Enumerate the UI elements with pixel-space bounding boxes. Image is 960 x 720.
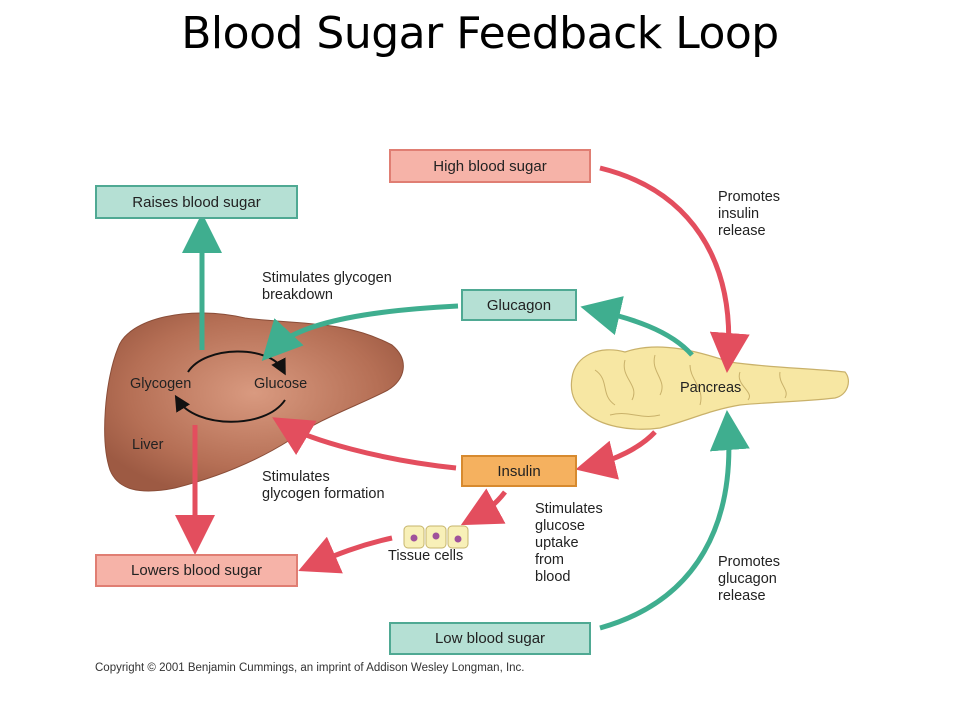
glucose-label: Glucose [254,376,308,392]
liver-shape [104,312,404,492]
pancreas-shape [570,346,849,430]
page-title: Blood Sugar Feedback Loop [181,8,779,59]
arrow-insulin-to-liver [272,417,457,471]
stimulates-uptake-label: Stimulates glucose uptake from blood [535,501,603,585]
high-blood-sugar-box: High blood sugar [389,149,591,183]
stimulates-breakdown-label: Stimulates glycogen breakdown [262,270,392,303]
tissue-cells-label: Tissue cells [388,548,464,564]
arrow-pancreas-to-glucagon [580,296,694,357]
liver-label: Liver [132,437,164,453]
arrow-insulin-to-tissue [460,488,507,526]
cycle-arrow-top [187,350,286,376]
copyright-text: Copyright © 2001 Benjamin Cummings, an i… [95,662,525,674]
arrow-low-to-pancreas [599,410,750,631]
promotes-glucagon-label: Promotes glucagon release [718,554,781,604]
arrow-glucagon-to-liver [261,303,459,361]
glucagon-box: Glucagon [461,289,577,321]
tissue-cells-shape [403,525,469,549]
glycogen-label: Glycogen [130,376,192,392]
insulin-box: Insulin [461,455,577,487]
arrow-pancreas-to-insulin [575,430,657,480]
promotes-insulin-label: Promotes insulin release [718,189,781,239]
pancreas-label: Pancreas [680,380,742,396]
lowers-blood-sugar-box: Lowers blood sugar [95,554,298,587]
cycle-arrow-bottom [174,394,286,423]
arrow-high-to-pancreas [599,165,750,373]
arrow-tissue-to-lowers [298,535,393,574]
raises-blood-sugar-box: Raises blood sugar [95,185,298,219]
stimulates-formation-label: Stimulates glycogen formation [262,469,385,502]
low-blood-sugar-box: Low blood sugar [389,622,591,655]
